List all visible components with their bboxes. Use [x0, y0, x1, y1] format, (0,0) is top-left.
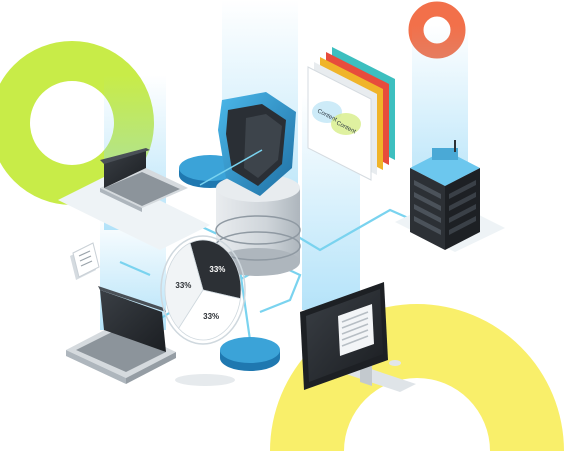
- shield-icon: [199, 92, 296, 196]
- blue-puck: [220, 337, 280, 371]
- laptop-icon: [100, 148, 188, 212]
- pie-slice-label: 33%: [209, 265, 225, 274]
- pie-outline: [160, 235, 246, 345]
- server-rack-icon: [410, 140, 480, 250]
- pie-chart: 33% 33% 33%: [160, 235, 246, 345]
- pie-slice-label: 33%: [203, 312, 219, 321]
- laptop-platform: [58, 175, 210, 250]
- document-stack-icon: [70, 242, 100, 280]
- monitor-icon: [300, 282, 416, 392]
- document-stack-icon: Content Content: [307, 47, 395, 181]
- pie-slice: [164, 242, 204, 329]
- pie-slice: [178, 289, 241, 341]
- laptop-icon: [66, 286, 176, 384]
- pie-chart-icon: 33% 33% 33%: [160, 235, 246, 386]
- pie-slice-label: 33%: [175, 281, 191, 290]
- pie-slice: [189, 239, 242, 300]
